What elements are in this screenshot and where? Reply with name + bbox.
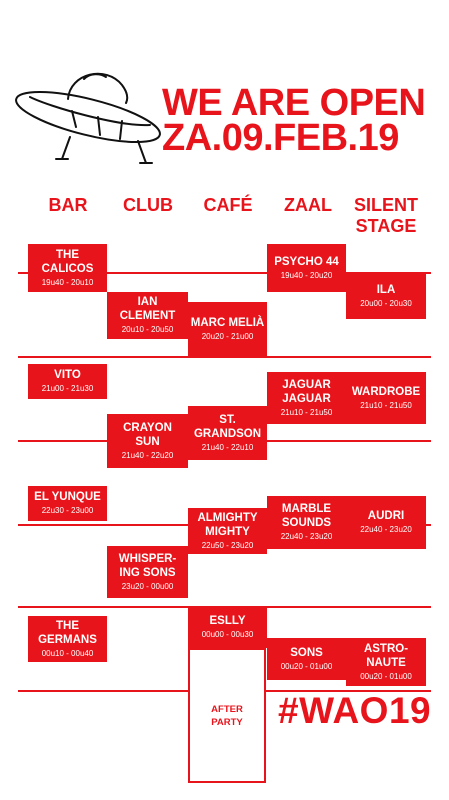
act-time: 21u40 - 22u20 [121,450,174,460]
act-time: 22u40 - 23u20 [280,532,333,541]
act-marble-sounds: MARBLE SOUNDS 22u40 - 23u20 [267,496,346,549]
act-name: PSYCHO 44 [274,255,339,268]
headline-open: WE ARE OPEN [162,82,426,124]
act-time: 20u10 - 20u50 [121,325,174,334]
act-ian-clement: IAN CLEMENT 20u10 - 20u50 [107,292,188,339]
ufo-icon [15,72,161,164]
act-time: 00u00 - 00u30 [201,629,254,639]
act-name: ST. GRANDSON [193,413,262,440]
timeline-rule [18,272,431,274]
column-cafe: CAFÉ [203,195,253,215]
act-name: THE CALICOS [41,248,94,275]
act-name: ASTRO- NAUTE [363,642,409,669]
act-name: ILA [376,283,396,296]
timeline-rule [18,356,431,358]
act-name: VITO [54,369,81,381]
act-time: 00u10 - 00u40 [41,648,94,658]
act-time: 23u20 - 00u00 [121,581,174,591]
act-name: ALMIGHTY MIGHTY [197,511,258,538]
act-time: 00u20 - 01u00 [280,661,333,671]
act-time: 00u20 - 01u00 [360,671,412,681]
act-name: MARBLE SOUNDS [281,503,332,529]
act-time: 22u50 - 23u20 [201,540,254,550]
act-audri: AUDRI 22u40 - 23u20 [346,496,426,549]
act-time: 20u20 - 21u00 [201,331,254,341]
column-silent-stage: SILENT STAGE [353,195,418,236]
act-wardrobe: WARDROBE 21u10 - 21u50 [346,372,426,424]
act-vito: VITO 21u00 - 21u30 [28,364,107,399]
act-jaguar-jaguar: JAGUAR JAGUAR 21u10 - 21u50 [267,372,346,424]
act-time: 19u40 - 20u10 [41,277,94,287]
act-almighty-mighty: ALMIGHTY MIGHTY 22u50 - 23u20 [188,508,267,554]
after-party-box: AFTER PARTY [188,648,266,783]
act-time: 21u00 - 21u30 [41,384,94,393]
act-name: CRAYON SUN [123,421,172,448]
act-name: MARC MELIÀ [190,316,265,329]
act-name: AUDRI [367,510,405,522]
act-time: 20u00 - 20u30 [360,298,412,308]
after-party-label: AFTER PARTY [211,703,243,728]
headline-date: ZA.09.FEB.19 [162,117,399,159]
act-eslly: ESLLY 00u00 - 00u30 [188,606,267,648]
act-name: IAN CLEMENT [119,296,176,322]
column-bar: BAR [48,195,88,215]
act-time: 21u40 - 22u10 [201,442,254,452]
act-whispering-sons: WHISPER- ING SONS 23u20 - 00u00 [107,546,188,598]
act-name: WHISPER- ING SONS [118,552,177,579]
act-time: 21u10 - 21u50 [280,407,333,417]
act-name: WARDROBE [351,385,421,398]
act-crayon-sun: CRAYON SUN 21u40 - 22u20 [107,414,188,468]
act-name: SONS [290,646,323,659]
act-ila: ILA 20u00 - 20u30 [346,273,426,319]
act-time: 21u10 - 21u50 [360,400,412,410]
act-marc-melia: MARC MELIÀ 20u20 - 21u00 [188,302,267,356]
column-club: CLUB [123,195,173,215]
act-the-germans: THE GERMANS 00u10 - 00u40 [28,616,107,662]
act-psycho-44: PSYCHO 44 19u40 - 20u20 [267,244,346,292]
act-sons: SONS 00u20 - 01u00 [267,638,346,680]
column-zaal: ZAAL [284,195,332,215]
act-time: 19u40 - 20u20 [280,270,333,280]
act-el-yunque: EL YUNQUE 22u30 - 23u00 [28,486,107,521]
act-the-calicos: THE CALICOS 19u40 - 20u10 [28,244,107,292]
act-name: JAGUAR JAGUAR [282,378,331,405]
act-astronaute: ASTRO- NAUTE 00u20 - 01u00 [346,638,426,686]
act-name: EL YUNQUE [34,491,101,503]
act-st-grandson: ST. GRANDSON 21u40 - 22u10 [188,406,267,460]
act-time: 22u30 - 23u00 [41,506,94,515]
act-name: ESLLY [209,614,246,627]
hashtag: #WAO19 [278,690,432,731]
act-name: THE GERMANS [38,619,97,646]
act-time: 22u40 - 23u20 [360,525,412,534]
